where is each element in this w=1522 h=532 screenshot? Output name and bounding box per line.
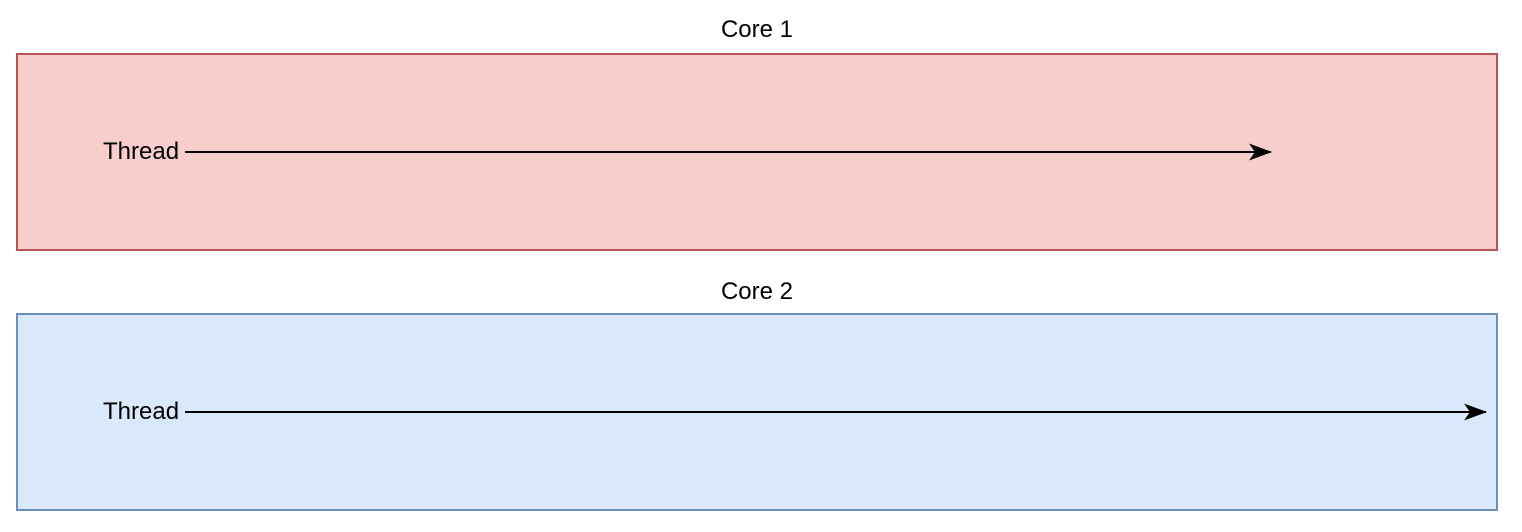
core-2-title: Core 2 (720, 278, 794, 305)
core-2-thread-label: Thread (103, 398, 180, 425)
core-1-thread-arrow (185, 143, 1273, 161)
core-2-box: Thread (16, 313, 1498, 511)
core-1-thread-row: Thread (18, 55, 1496, 249)
core-2-thread-arrow (185, 403, 1488, 421)
core-1-box: Thread (16, 53, 1498, 251)
core-1-thread-label: Thread (103, 138, 180, 165)
core-1-title: Core 1 (720, 16, 794, 43)
core-2-thread-row: Thread (18, 315, 1496, 509)
